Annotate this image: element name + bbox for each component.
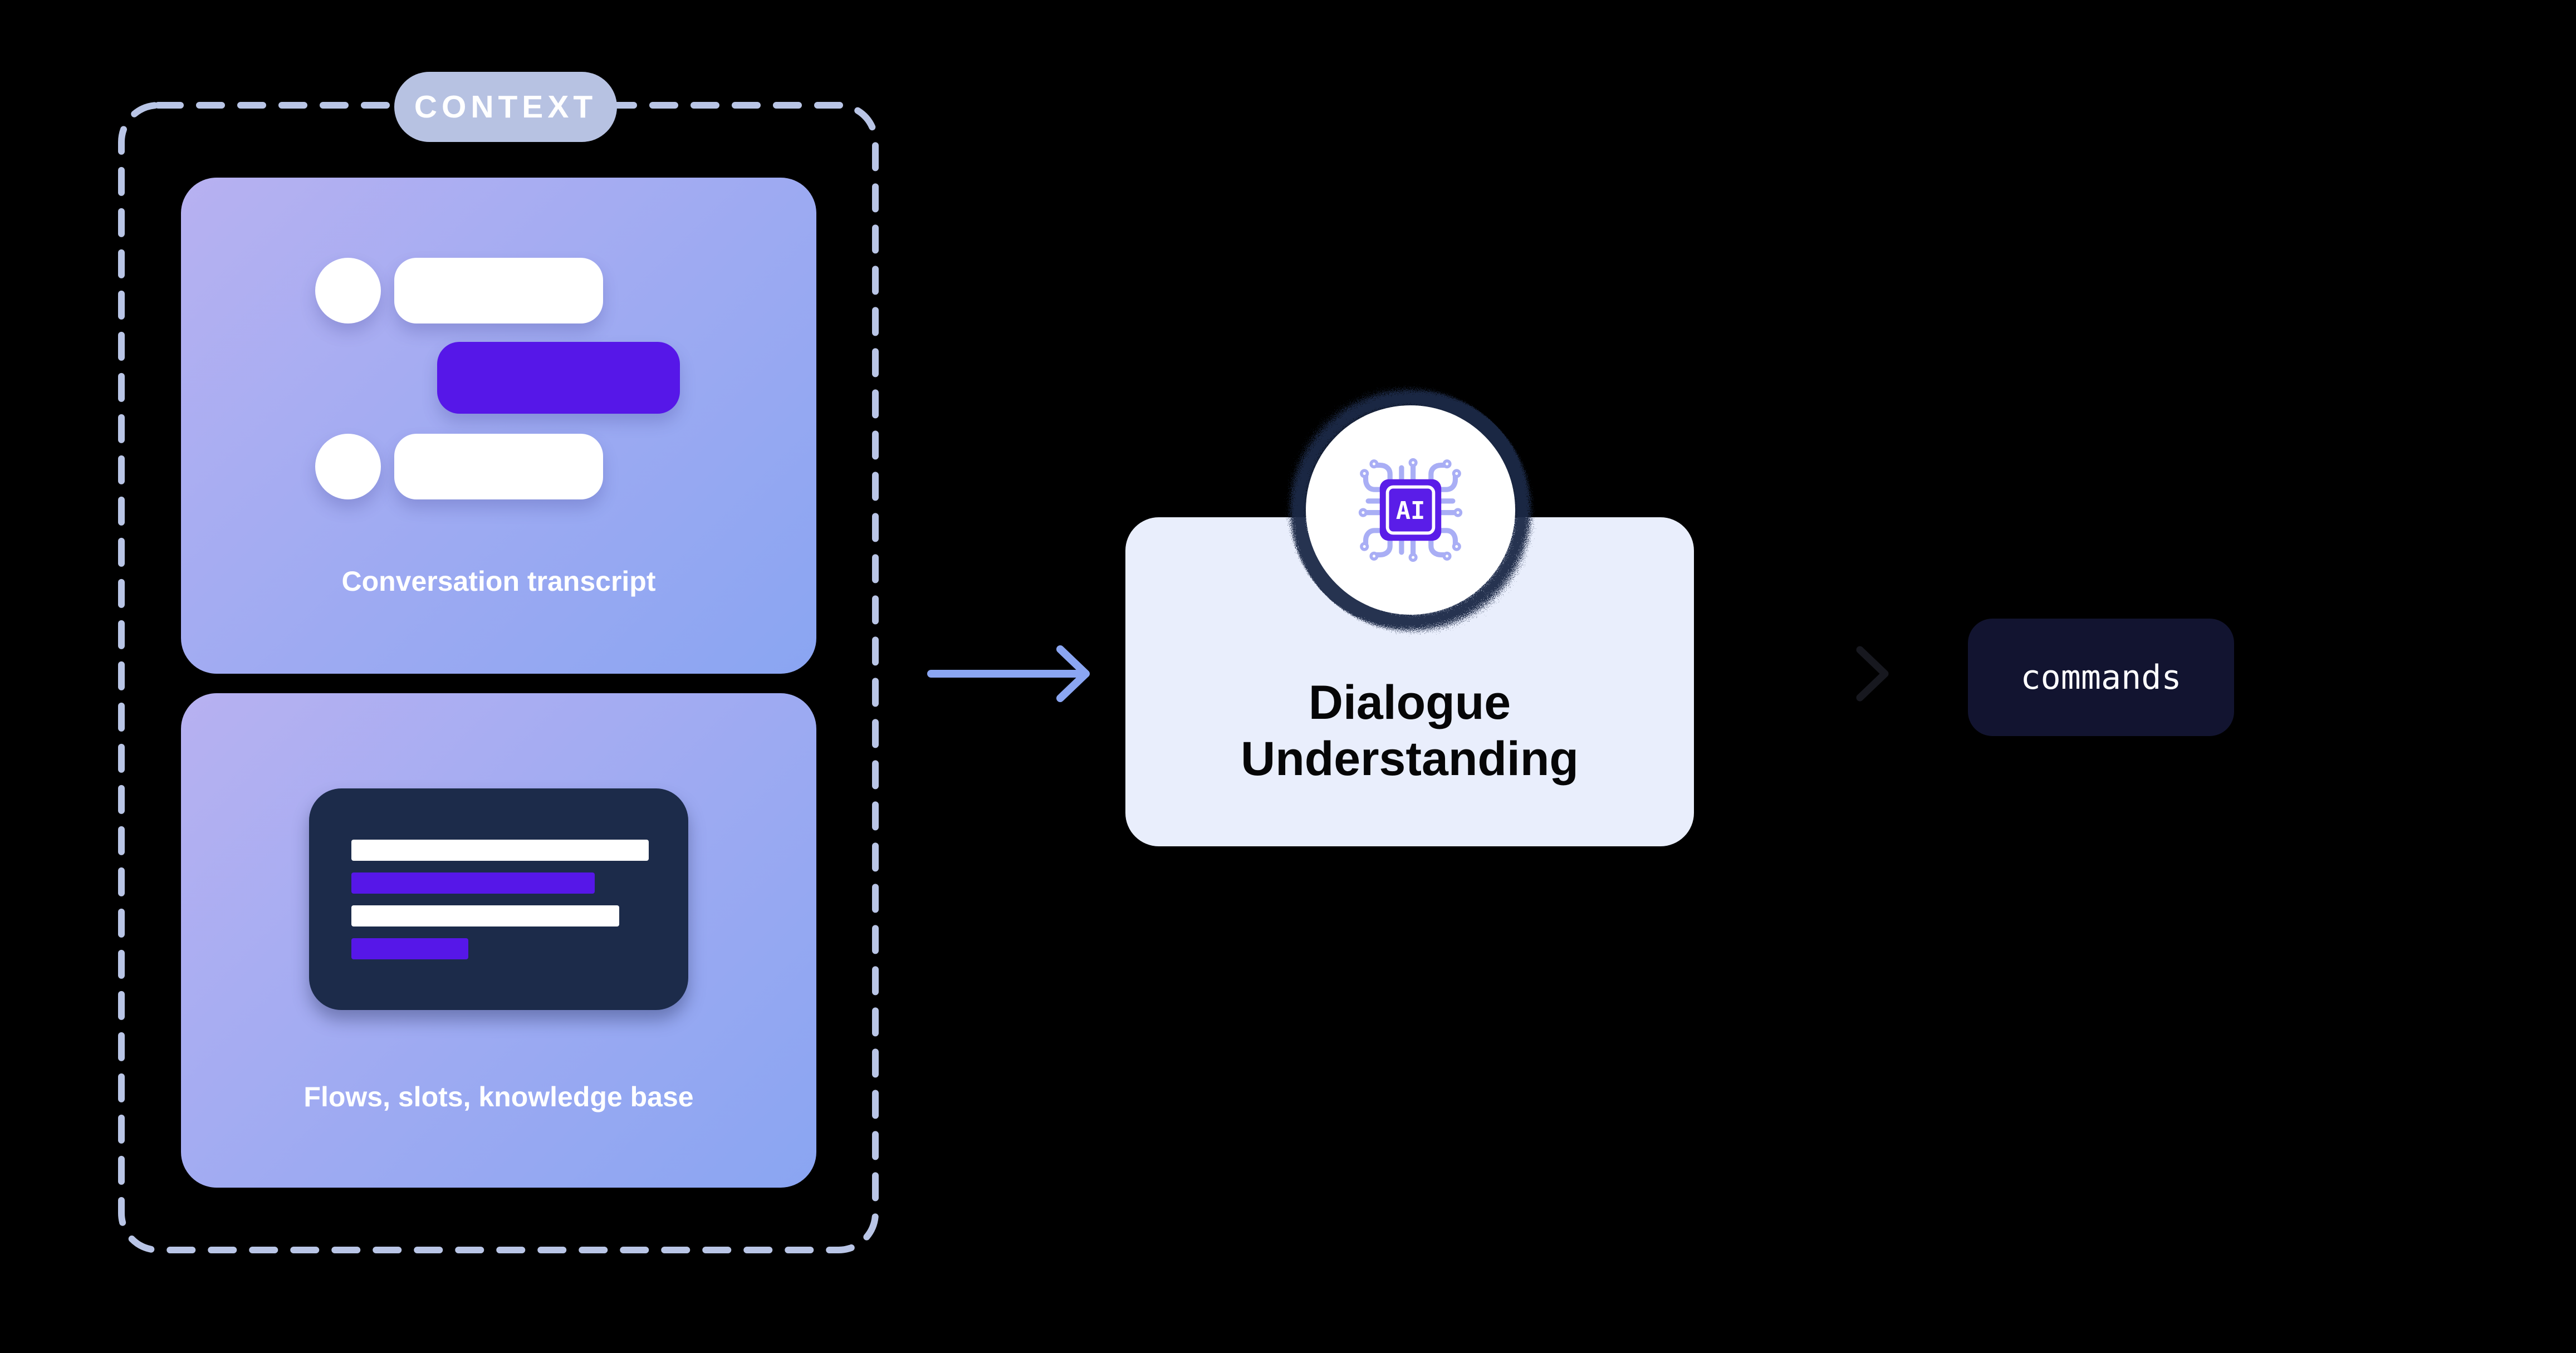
card-label-conversation-transcript: Conversation transcript xyxy=(341,566,656,597)
context-group-label: CONTEXT xyxy=(414,89,598,125)
arrow-right-fading-icon xyxy=(1694,646,1889,702)
user-message-bubble xyxy=(394,258,603,323)
commands-output-box: commands xyxy=(1968,619,2234,736)
context-group-label-pill: CONTEXT xyxy=(394,72,617,142)
card-flows-slots-knowledge-base: Flows, slots, knowledge base xyxy=(181,693,816,1188)
card-conversation-transcript: Conversation transcript xyxy=(181,178,816,674)
code-line xyxy=(351,872,595,894)
card-label-flows-slots-knowledge-base: Flows, slots, knowledge base xyxy=(303,1081,694,1112)
code-line xyxy=(351,840,649,861)
user-message-bubble xyxy=(394,434,603,499)
user-avatar-circle xyxy=(315,258,381,323)
ai-chip-label: AI xyxy=(1396,497,1426,525)
ai-chip-icon: AI xyxy=(1358,458,1463,562)
code-line xyxy=(351,938,468,959)
commands-label: commands xyxy=(2020,658,2182,697)
user-avatar-circle xyxy=(315,434,381,499)
code-block-mock xyxy=(309,788,688,1010)
process-title: Dialogue Understanding xyxy=(1241,676,1579,786)
arrow-right-icon xyxy=(927,645,1090,702)
code-line xyxy=(351,905,619,926)
assistant-message-bubble xyxy=(437,342,680,414)
